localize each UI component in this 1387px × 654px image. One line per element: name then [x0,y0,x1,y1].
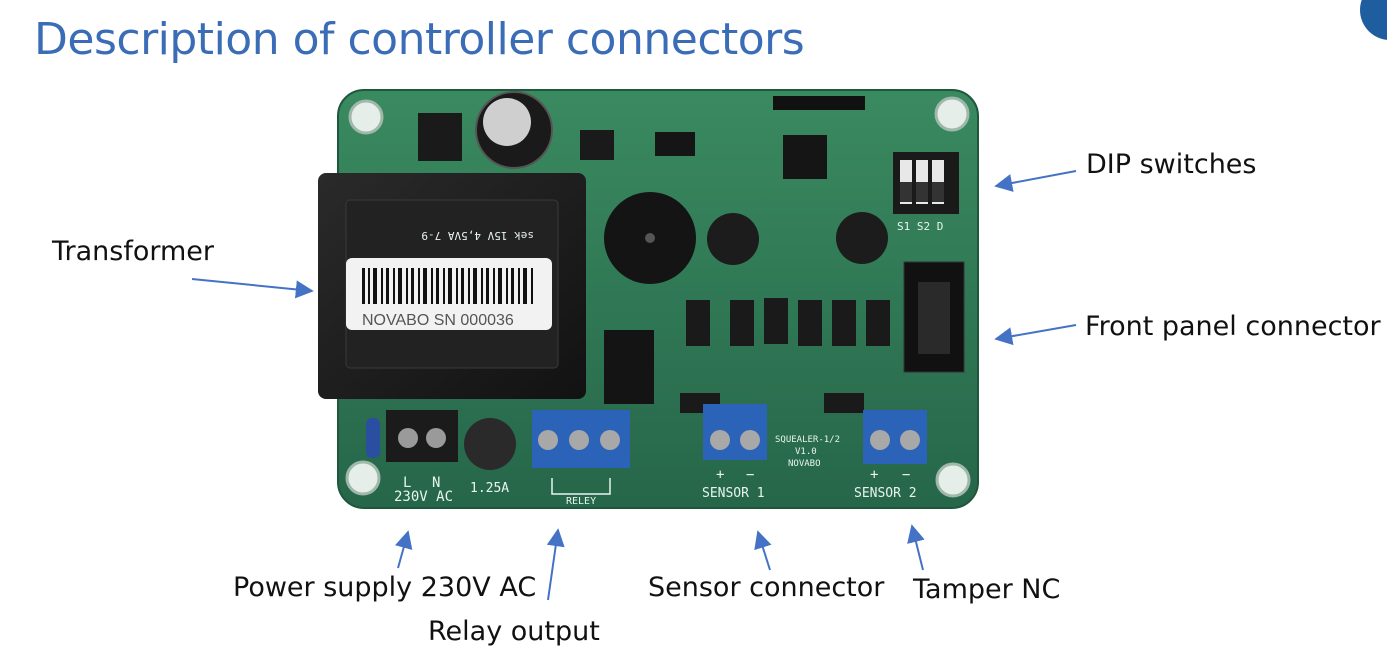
dip-lever-1 [900,182,912,202]
silk-fuse: 1.25A [470,481,509,496]
sensor1-screw-plus [710,430,730,450]
arrow-relay-output [546,528,565,601]
label-power-supply: Power supply 230V AC [233,572,537,603]
arrow-sensor-connector [754,530,772,571]
arrow-power-supply [394,530,413,569]
silk-brand: NOVABO [788,459,821,469]
relay-box [604,330,654,404]
sensor2-screw-minus [900,430,920,450]
power-screw-n [426,428,446,448]
label-front-panel-connector: Front panel connector [1085,311,1381,342]
silk-sensor2: SENSOR 2 [854,486,917,501]
blue-capacitor [366,418,380,458]
label-tamper-nc: Tamper NC [913,574,1061,605]
barcode [362,268,533,304]
header-pins [918,282,950,354]
power-terminal [386,410,458,462]
label-dip-switches: DIP switches [1086,149,1257,180]
mount-hole-br [935,462,971,498]
arrow-tamper [907,524,925,571]
silk-n: N [432,475,440,491]
power-screw-l [398,428,418,448]
mount-hole-tl [348,99,384,135]
capacitor-top [483,98,531,146]
dip-lever-2 [916,182,928,202]
sensor2-screw-plus [870,430,890,450]
label-relay-output: Relay output [428,616,600,647]
serial-number: NOVABO SN 000036 [362,312,514,329]
transformer-spec: sek 15V 4,5VA 7-9 [421,229,534,242]
dip-lever-3 [932,182,944,202]
silk-sensor1: SENSOR 1 [702,486,765,501]
sensor1-screw-minus [740,430,760,450]
small-chip [580,130,614,160]
relay-silk-bracket [551,478,611,495]
label-transformer: Transformer [52,236,215,267]
silk-version: V1.0 [795,447,817,457]
label-sensor-connector: Sensor connector [648,572,885,603]
page-title: Description of controller connectors [34,14,805,65]
mount-hole-tr [934,96,970,132]
pin-header-top [773,96,865,110]
mount-hole-bl [345,460,381,496]
silk-230v: 230V AC [394,489,453,505]
relay-screw-2 [569,430,589,450]
silk-relay: RELEY [566,496,596,507]
relay-screw-1 [538,430,558,450]
varistor-1 [707,213,759,265]
fuse [464,418,516,470]
silk-model: SQUEALER-1/2 [775,435,840,445]
relay-screw-3 [600,430,620,450]
silk-s1-minus: − [746,467,754,483]
arrow-front-panel [994,324,1077,346]
silk-s2-minus: − [902,467,910,483]
varistor-2 [836,212,888,264]
buzzer-hole [645,233,655,243]
arrow-dip-switches [994,170,1077,192]
sensor1-terminal [703,404,767,460]
microcontroller [783,135,827,179]
silk-s2-plus: + [870,467,878,483]
regulator-chip [418,113,462,161]
dip-silk-label: S1 S2 D [897,220,943,233]
silk-s1-plus: + [716,467,724,483]
ic-small [655,132,695,156]
silk-l: L [403,475,411,491]
arrow-transformer [191,278,314,299]
